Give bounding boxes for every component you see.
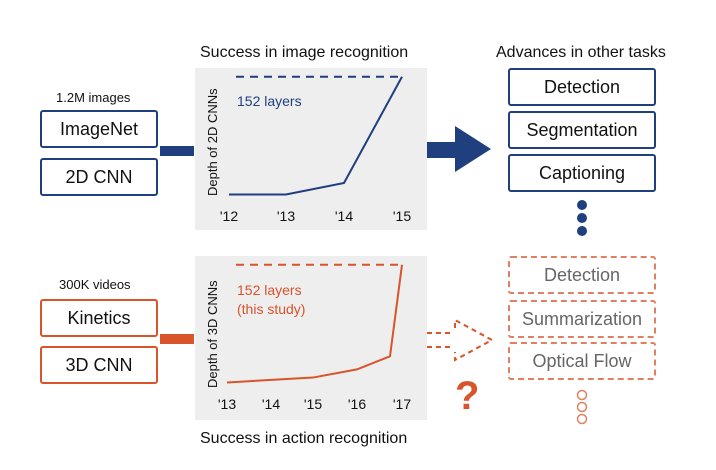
action-chart-tick: '15 bbox=[303, 396, 323, 412]
ellipsis-dot-icon bbox=[577, 226, 587, 236]
top-arrow-icon bbox=[427, 126, 491, 172]
2d-cnn-box: 2D CNN bbox=[40, 158, 158, 196]
image-chart-tick: '12 bbox=[219, 208, 239, 224]
action-chart bbox=[226, 263, 403, 384]
action-chart-panel bbox=[195, 256, 427, 420]
future-task-summarization-box: Summarization bbox=[508, 300, 656, 338]
ellipsis-dot-icon bbox=[576, 389, 588, 401]
ellipsis-dot-icon bbox=[576, 413, 588, 425]
image-chart bbox=[229, 75, 403, 196]
bottom-connector-bar bbox=[160, 334, 194, 344]
action-chart-ref-label: 152 layers bbox=[237, 282, 302, 298]
image-chart-panel bbox=[195, 68, 427, 230]
action-chart-tick: '14 bbox=[261, 396, 281, 412]
top-connector-bar bbox=[160, 146, 194, 156]
image-chart-tick: '13 bbox=[276, 208, 296, 224]
task-detection-box: Detection bbox=[508, 68, 656, 106]
ellipsis-dot-icon bbox=[577, 200, 587, 210]
action-chart-tick: '13 bbox=[217, 396, 237, 412]
future-task-detection-box: Detection bbox=[508, 256, 656, 294]
image-chart-tick: '15 bbox=[392, 208, 412, 224]
ellipsis-dot-icon bbox=[577, 213, 587, 223]
action-chart-series-line bbox=[226, 264, 403, 384]
image-chart-series-line bbox=[229, 76, 403, 196]
ellipsis-dot-icon bbox=[576, 401, 588, 413]
future-task-optical-flow-box: Optical Flow bbox=[508, 342, 656, 380]
action-recognition-title: Success in action recognition bbox=[200, 430, 408, 447]
image-recognition-title: Success in image recognition bbox=[200, 44, 409, 61]
question-mark: ? bbox=[455, 374, 480, 418]
imagenet-caption: 1.2M images bbox=[56, 90, 131, 105]
kinetics-caption: 300K videos bbox=[59, 277, 131, 292]
other-tasks-title: Advances in other tasks bbox=[496, 44, 666, 61]
3d-cnn-box: 3D CNN bbox=[40, 346, 158, 384]
task-captioning-box: Captioning bbox=[508, 154, 656, 192]
task-segmentation-box: Segmentation bbox=[508, 111, 656, 149]
image-chart-ref-label: 152 layers bbox=[237, 93, 302, 109]
action-chart-ref-label-2: (this study) bbox=[237, 301, 306, 317]
action-chart-tick: '16 bbox=[347, 396, 367, 412]
action-chart-tick: '17 bbox=[392, 396, 412, 412]
bottom-arrow-head-icon bbox=[454, 318, 495, 362]
imagenet-box: ImageNet bbox=[40, 110, 158, 148]
kinetics-box: Kinetics bbox=[40, 299, 158, 337]
image-chart-tick: '14 bbox=[334, 208, 354, 224]
